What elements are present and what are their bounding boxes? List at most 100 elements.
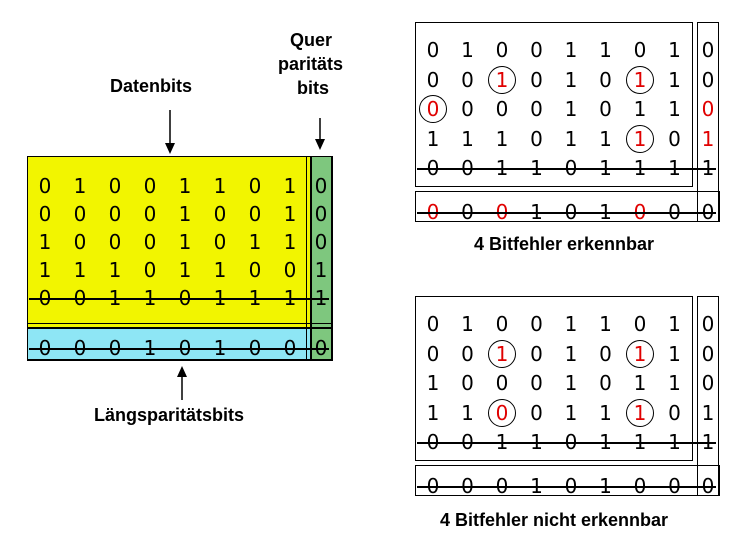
- row-parity-bit: 0: [701, 312, 715, 336]
- error-circle: [626, 398, 654, 427]
- data-bit: 0: [668, 400, 681, 425]
- data-bit: 1: [668, 341, 681, 366]
- data-bit: 0: [530, 126, 543, 151]
- col-parity-outline: [27, 323, 333, 361]
- data-bit: 0: [73, 202, 87, 226]
- data-bit: 1: [668, 371, 681, 395]
- laengs-arrowhead: [177, 366, 187, 377]
- data-bit: 0: [530, 341, 543, 366]
- data-bit: 1: [564, 126, 578, 151]
- data-bit: 0: [633, 38, 647, 62]
- row-parity-bit: 0: [701, 97, 715, 121]
- data-bit: 0: [495, 97, 509, 121]
- row-parity-bit: 0: [314, 230, 328, 254]
- quer-arrowhead: [315, 139, 325, 150]
- data-bit: 1: [599, 400, 612, 425]
- data-bit: 0: [143, 258, 157, 282]
- row-parity-bit: 0: [701, 341, 715, 366]
- bottom-right-data-frame: [415, 296, 693, 461]
- data-bit: 1: [426, 400, 440, 425]
- data-bit: 0: [530, 312, 543, 336]
- data-bit: 1: [599, 312, 612, 336]
- data-bit: 1: [599, 38, 612, 62]
- data-bit: 1: [668, 67, 681, 92]
- data-bit: 0: [495, 38, 509, 62]
- data-bit: 0: [108, 174, 122, 198]
- datenbits-label: Datenbits: [110, 76, 193, 96]
- data-bit: 0: [530, 67, 543, 92]
- bottom-right-col-parity-frame: [415, 465, 720, 496]
- data-bit: 1: [178, 230, 192, 254]
- row-parity-bit: 1: [314, 258, 328, 282]
- data-bit: 0: [530, 38, 543, 62]
- data-bit: 1: [668, 312, 681, 336]
- data-bit: 1: [213, 258, 227, 282]
- error-circle: [626, 339, 654, 368]
- data-bit: 1: [564, 38, 578, 62]
- data-bit: 1: [495, 126, 509, 151]
- data-bit: 1: [38, 258, 52, 282]
- row-separator-line: [417, 212, 716, 214]
- row-parity-bit: 1: [701, 400, 715, 425]
- corner-parity-block: [311, 328, 332, 360]
- data-bit: 1: [213, 174, 227, 198]
- data-bit: 1: [248, 230, 262, 254]
- data-bit: 0: [599, 371, 612, 395]
- row-parity-bit: 0: [314, 202, 328, 226]
- data-bit: 0: [426, 312, 440, 336]
- data-bit: 1: [461, 400, 474, 425]
- data-bit: 1: [38, 230, 52, 254]
- row-separator-line: [417, 486, 716, 488]
- error-circle: [488, 65, 516, 94]
- data-bit: 0: [530, 371, 543, 395]
- data-bit: 0: [495, 371, 509, 395]
- data-bit: 0: [143, 174, 157, 198]
- data-bit: 0: [38, 202, 52, 226]
- error-circle: [626, 124, 654, 153]
- row-parity-bit: 0: [701, 67, 715, 92]
- data-bit: 1: [564, 312, 578, 336]
- data-bit: 1: [633, 97, 647, 121]
- data-bit: 0: [426, 67, 440, 92]
- top-right-col-parity-frame: [415, 191, 720, 222]
- row-separator-line: [417, 442, 716, 444]
- data-bit: 1: [283, 174, 297, 198]
- row-parity-bit: 0: [314, 174, 328, 198]
- data-bit: 1: [668, 97, 681, 121]
- data-bit: 0: [530, 400, 543, 425]
- data-bit: 1: [178, 174, 192, 198]
- data-bit: 0: [283, 258, 297, 282]
- data-bit: 0: [248, 174, 262, 198]
- data-bit: 0: [38, 174, 52, 198]
- data-bit: 0: [143, 202, 157, 226]
- data-bit: 0: [530, 97, 543, 121]
- data-bit: 0: [633, 312, 647, 336]
- data-bit: 0: [668, 126, 681, 151]
- data-bit: 0: [599, 97, 612, 121]
- col-parity-block: [27, 328, 311, 360]
- data-bit: 0: [599, 67, 612, 92]
- data-bit: 1: [564, 371, 578, 395]
- error-circle: [626, 65, 654, 94]
- data-bit: 1: [599, 126, 612, 151]
- row-parity-bit: 0: [701, 371, 715, 395]
- data-bit: 0: [426, 38, 440, 62]
- data-bit: 1: [668, 38, 681, 62]
- error-circle: [488, 398, 516, 427]
- laengsparitaet-label: Längsparitätsbits: [94, 405, 245, 425]
- data-bit: 1: [283, 202, 297, 226]
- data-bit: 0: [108, 230, 122, 254]
- data-bit: 1: [461, 312, 474, 336]
- row-separator-line: [29, 298, 329, 300]
- caption-bottom: 4 Bitfehler nicht erkennbar: [440, 510, 669, 530]
- error-circle: [419, 95, 447, 123]
- data-bit: 0: [426, 341, 440, 366]
- top-right-data-frame: [415, 22, 693, 187]
- error-circle: [488, 339, 516, 368]
- row-parity-bit: 1: [701, 126, 715, 151]
- row-separator-line: [29, 348, 329, 350]
- data-bit: 1: [178, 202, 192, 226]
- data-bit: 0: [461, 67, 474, 92]
- data-bit: 1: [633, 371, 647, 395]
